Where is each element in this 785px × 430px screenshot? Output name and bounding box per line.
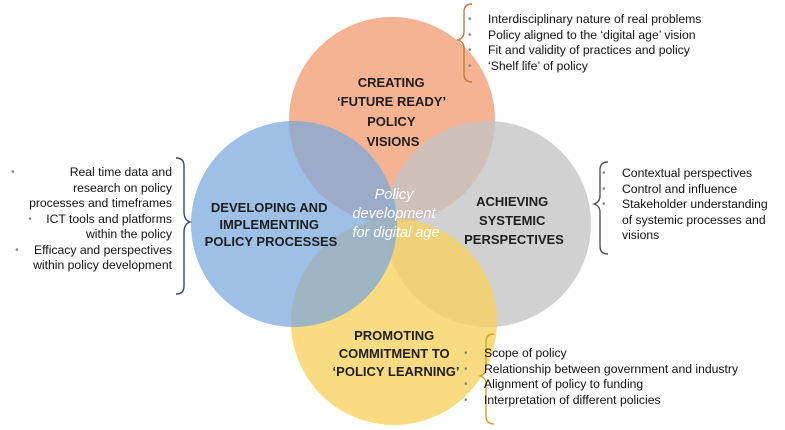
title-line: ‘FUTURE READY’ [337,94,445,109]
list-line: research on policy [73,180,172,195]
list-item: Contextual perspectives [600,166,768,182]
list-item: Fit and validity of practices and policy [466,43,701,59]
list-line: within the policy [85,227,172,241]
list-top: Interdisciplinary nature of real problem… [466,12,701,74]
title-line: CREATING [358,75,425,90]
list-bottom: Scope of policy Relationship between gov… [462,346,738,408]
title-line: DEVELOPING AND [211,200,328,215]
center-line: Policy [375,187,414,203]
list-item: Interdisciplinary nature of real problem… [466,12,701,28]
bullet-dot: • [15,244,19,256]
title-line: COMMITMENT TO [339,346,450,361]
title-line: POLICY PROCESSES [205,234,338,249]
list-item: Alignment of policy to funding [462,377,738,393]
center-line: for digital age [352,225,439,241]
circle-title-left: DEVELOPING AND IMPLEMENTING POLICY PROCE… [205,200,338,249]
center-label: Policy development for digital age [352,187,439,241]
list-line: Contextual perspectives [622,166,753,180]
title-line: POLICY [367,114,416,129]
circle-left [191,121,397,327]
list-item: Interpretation of different policies [462,393,738,409]
circle-title-bottom: PROMOTING COMMITMENT TO ‘POLICY LEARNING… [333,328,460,379]
bracket-top [455,3,473,83]
title-line: VISIONS [367,134,420,149]
bullet-dot: • [11,167,15,178]
center-line: development [352,206,436,222]
list-line: Efficacy and perspectives [34,242,172,257]
list-line: visions [622,228,660,242]
bullet-dot: • [28,213,32,225]
list-line: within policy development [33,258,172,272]
list-line: Stakeholder understanding [622,197,768,211]
title-line: IMPLEMENTING [219,217,319,232]
title-line: PROMOTING [354,328,434,343]
list-item: Stakeholder understanding of systemic pr… [600,197,768,244]
list-line: of systemic processes and [622,212,766,227]
list-line: processes and timeframes [29,196,172,210]
list-left: • Real time data and research on policy … [6,165,172,274]
list-item: • Efficacy and perspectives within polic… [6,243,172,274]
list-item: Policy aligned to the ‘digital age’ visi… [466,28,701,44]
list-line: ICT tools and platforms [46,211,172,226]
list-right: Contextual perspectives Control and infl… [600,166,768,244]
list-item: Scope of policy [462,346,738,362]
list-item: Control and influence [600,182,768,198]
list-item: Relationship between government and indu… [462,362,738,378]
circle-title-right: ACHIEVING SYSTEMIC PERSPECTIVES [464,194,564,247]
list-item: ‘Shelf life’ of policy [466,59,701,75]
title-line: ‘POLICY LEARNING’ [333,364,460,379]
title-line: SYSTEMIC [479,213,546,228]
list-item: • Real time data and research on policy … [6,165,172,212]
title-line: ACHIEVING [476,194,548,209]
bracket-left [175,157,193,295]
list-line: Real time data and [69,165,172,179]
list-line: Control and influence [622,181,738,196]
circle-title-top: CREATING ‘FUTURE READY’ POLICY VISIONS [337,75,449,149]
title-line: PERSPECTIVES [464,232,564,247]
list-item: • ICT tools and platforms within the pol… [6,212,172,243]
